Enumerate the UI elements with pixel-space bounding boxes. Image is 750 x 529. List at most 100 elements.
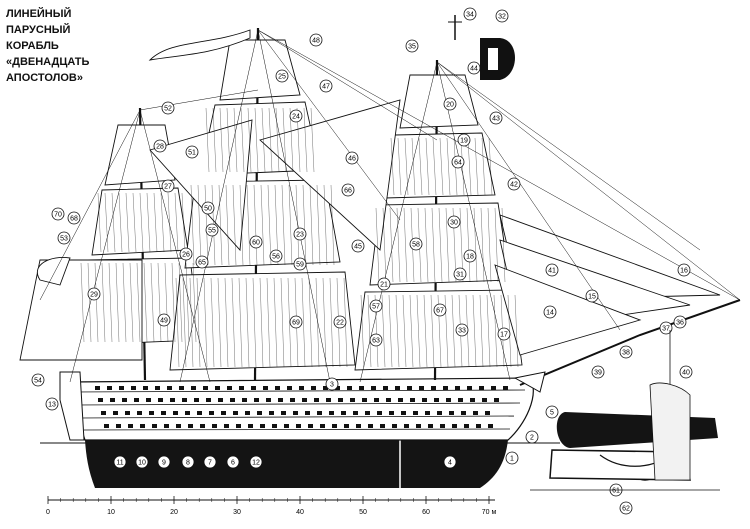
gunport <box>356 424 361 428</box>
callout-circle-30 <box>447 215 461 229</box>
gunport <box>218 398 223 402</box>
gunport <box>284 424 289 428</box>
sail-seam <box>94 262 99 343</box>
callout-label-46: 46 <box>348 156 356 163</box>
gunport <box>338 398 343 402</box>
sail-seam <box>247 107 252 173</box>
callout-circle-27 <box>161 179 175 193</box>
sail-seam <box>309 184 314 266</box>
sail-seam <box>282 107 287 173</box>
callout-label-16: 16 <box>680 268 688 275</box>
sail-seam <box>494 207 499 283</box>
gunport <box>155 386 160 390</box>
callout-label-28: 28 <box>156 144 164 151</box>
callout-label-45: 45 <box>354 244 362 251</box>
gunport <box>491 386 496 390</box>
callout-circle-1 <box>505 451 519 465</box>
gunport <box>365 411 370 415</box>
sail-seam <box>143 262 148 343</box>
gunports <box>95 386 508 428</box>
gunport <box>308 424 313 428</box>
sail-seam <box>132 192 137 253</box>
callout-label-24: 24 <box>292 114 300 121</box>
gunport <box>104 424 109 428</box>
callout-circle-25 <box>275 69 289 83</box>
callout-circle-16 <box>677 263 691 277</box>
scale-label-5: 50 <box>359 509 367 516</box>
sail-seam <box>218 184 223 266</box>
callout-label-1: 1 <box>510 456 514 463</box>
sail-seam <box>301 277 306 368</box>
gunport <box>455 386 460 390</box>
sail-seam <box>330 184 335 266</box>
gunport <box>293 411 298 415</box>
sail-seam <box>115 262 120 343</box>
gunport <box>362 398 367 402</box>
callout-label-15: 15 <box>588 294 596 301</box>
callout-label-6: 6 <box>231 460 235 467</box>
gunport <box>119 386 124 390</box>
gunport <box>125 411 130 415</box>
callout-label-47: 47 <box>322 84 330 91</box>
gunport <box>386 398 391 402</box>
callout-label-52: 52 <box>164 106 172 113</box>
callout-label-19: 19 <box>460 138 468 145</box>
callout-label-36: 36 <box>676 320 684 327</box>
gunport <box>173 411 178 415</box>
callout-circle-22 <box>333 315 347 329</box>
gunport <box>359 386 364 390</box>
gunport <box>98 398 103 402</box>
gunport <box>335 386 340 390</box>
sail-seam <box>204 184 209 266</box>
callout-circle-15 <box>585 289 599 303</box>
callout-label-31: 31 <box>456 272 464 279</box>
sail-seam <box>239 184 244 266</box>
callout-circle-33 <box>455 323 469 337</box>
gunport <box>191 386 196 390</box>
sail-seam <box>226 107 231 173</box>
callout-label-8: 8 <box>186 460 190 467</box>
scale-label-3: 30 <box>233 509 241 516</box>
gunport <box>107 386 112 390</box>
sail-seam <box>157 262 162 343</box>
sail-seam <box>185 262 190 343</box>
gunport <box>377 411 382 415</box>
callout-label-53: 53 <box>60 236 68 243</box>
gunport <box>128 424 133 428</box>
gunport <box>152 424 157 428</box>
gunport <box>137 411 142 415</box>
callout-label-39: 39 <box>594 370 602 377</box>
sail-seam <box>446 137 451 196</box>
gunport <box>485 411 490 415</box>
gunport <box>452 424 457 428</box>
callout-label-68: 68 <box>70 216 78 223</box>
gunport <box>122 398 127 402</box>
sail-seam <box>375 207 380 283</box>
sail-seam <box>390 137 395 196</box>
sail-seam <box>233 107 238 173</box>
sail-seam <box>486 294 491 368</box>
callout-label-33: 33 <box>458 328 466 335</box>
callout-circle-26 <box>179 247 193 261</box>
callout-circle-68 <box>67 211 81 225</box>
gunport <box>227 386 232 390</box>
sail-seam <box>487 207 492 283</box>
sail-seam <box>288 184 293 266</box>
sail-seam <box>402 294 407 368</box>
callout-label-20: 20 <box>446 102 454 109</box>
gunport <box>188 424 193 428</box>
callout-label-25: 25 <box>278 74 286 81</box>
title-line-2: КОРАБЛЬ <box>6 40 59 52</box>
callout-circle-17 <box>497 327 511 341</box>
callout-circle-29 <box>87 287 101 301</box>
gunport <box>458 398 463 402</box>
sail-seam <box>197 184 202 266</box>
gunport <box>341 411 346 415</box>
sail-seam <box>122 262 127 343</box>
callout-circle-7 <box>203 455 217 469</box>
callout-circle-34 <box>463 7 477 21</box>
scale-label-6: 60 <box>422 509 430 516</box>
sail-seam <box>438 207 443 283</box>
gunport <box>176 424 181 428</box>
gunport <box>479 386 484 390</box>
